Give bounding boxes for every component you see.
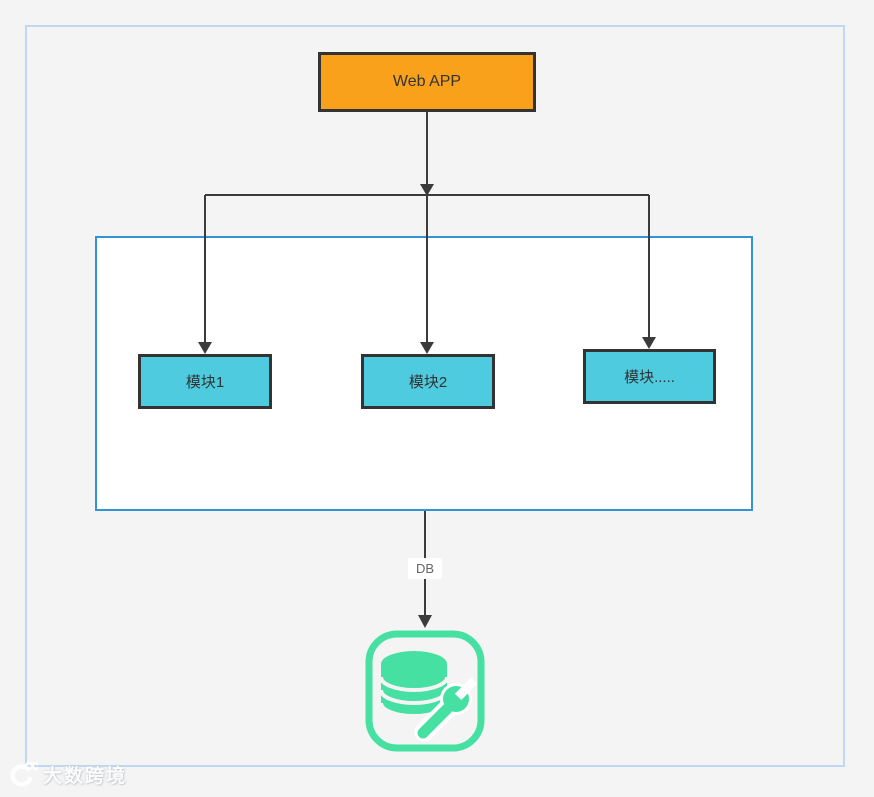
db-connector-label: DB (408, 558, 442, 579)
icon-frame (365, 630, 485, 752)
page-border (25, 25, 845, 767)
wrench-icon (414, 677, 478, 742)
module-3-label: 模块..... (624, 369, 675, 386)
module-2-label: 模块2 (408, 374, 448, 391)
web-app-node[interactable]: Web APP (318, 52, 536, 112)
watermark: 大数跨境 (8, 760, 127, 788)
module-1-node[interactable]: 模块1 (138, 354, 272, 409)
database-node[interactable] (364, 629, 486, 753)
database-wrench-icon (365, 630, 485, 752)
module-1-label: 模块1 (185, 374, 225, 391)
module-2-node[interactable]: 模块2 (361, 354, 495, 409)
web-app-label: Web APP (392, 73, 462, 90)
module-3-node[interactable]: 模块..... (583, 349, 716, 404)
watermark-logo-icon (10, 761, 38, 787)
watermark-text: 大数跨境 (43, 765, 128, 787)
